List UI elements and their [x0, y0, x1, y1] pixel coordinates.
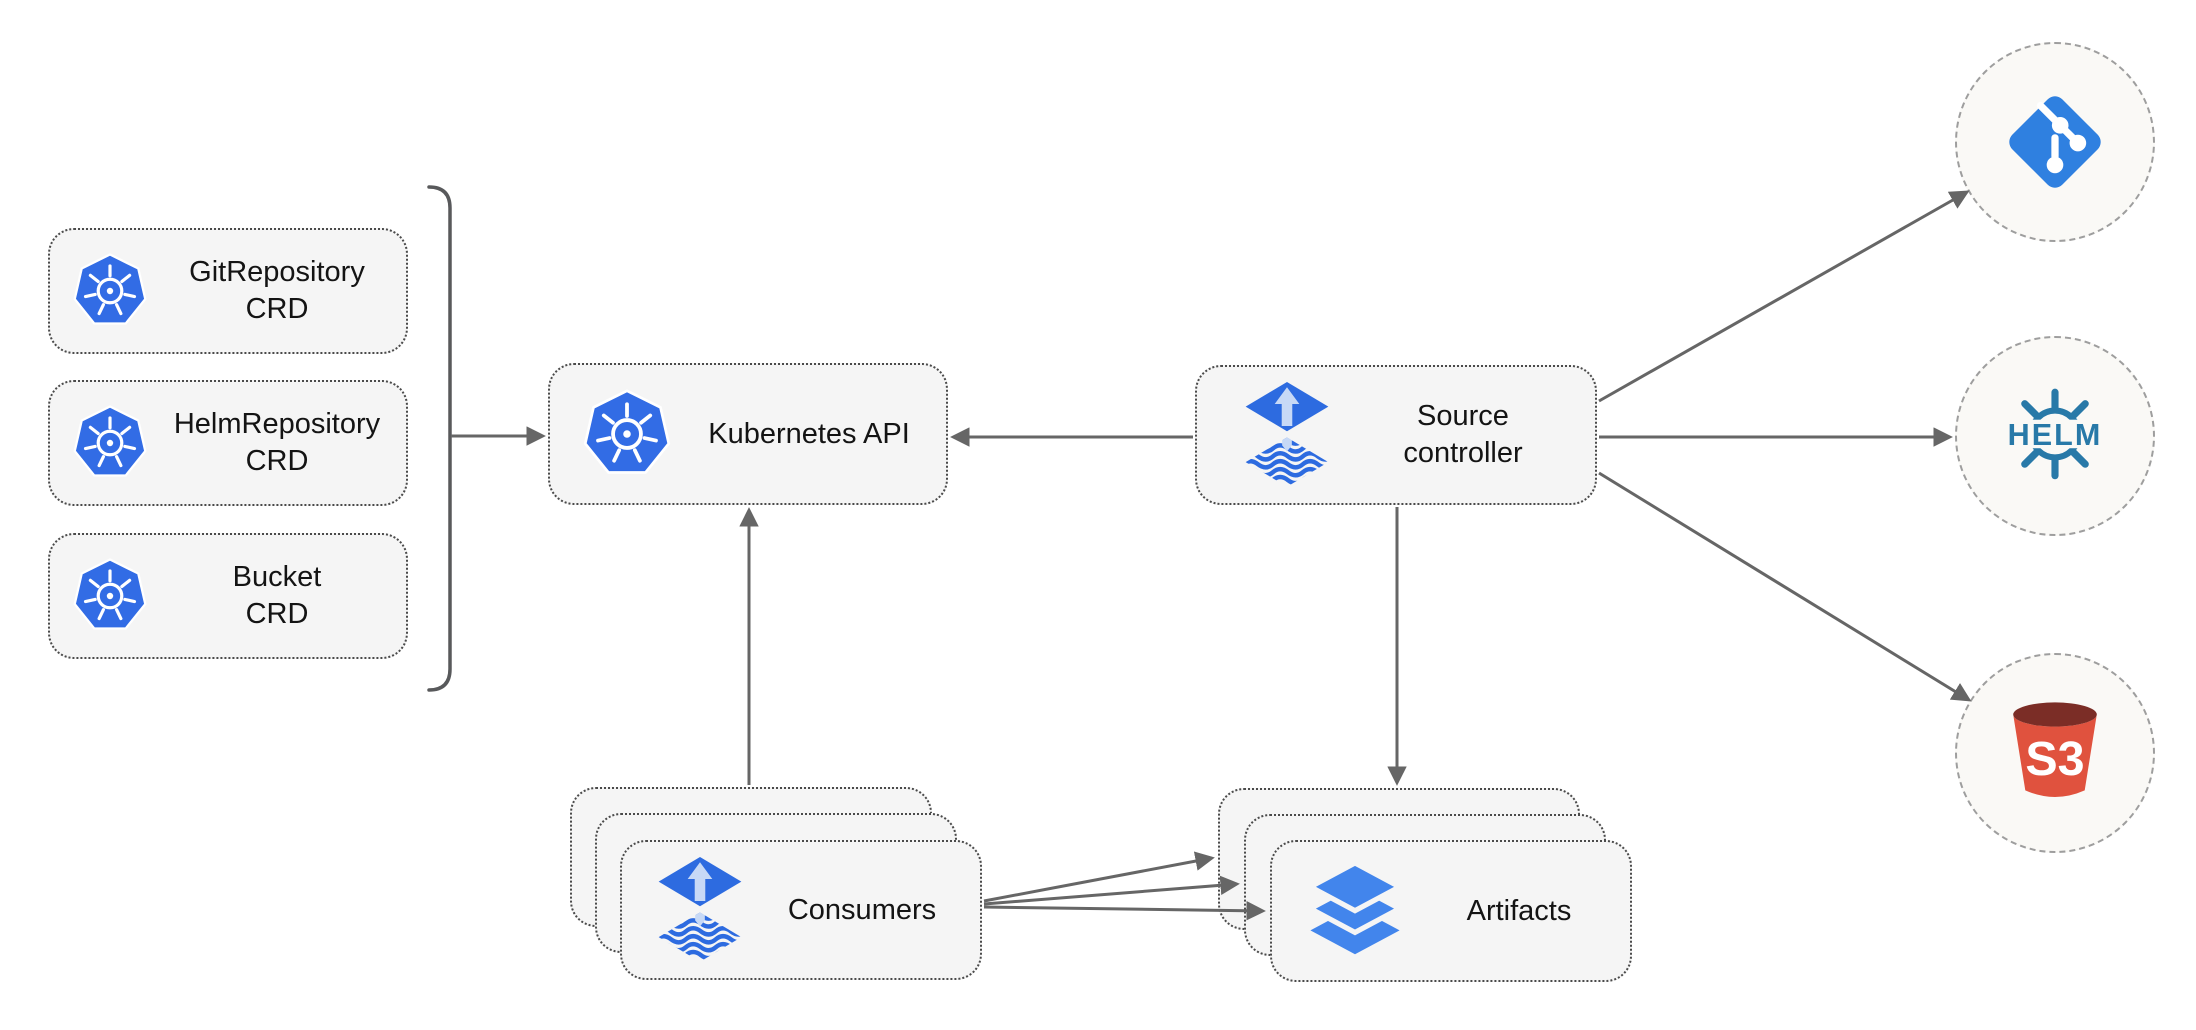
edge-source-controller-to-s3 — [1598, 471, 1972, 702]
artifacts-node: Artifacts — [1270, 840, 1632, 982]
edge-consumers-to-artifacts-2 — [983, 875, 1240, 906]
s3-source-circle: S3 — [1955, 653, 2155, 853]
kubernetes-icon — [582, 389, 672, 479]
gitrepository-crd-label: GitRepository CRD — [189, 256, 365, 325]
helm-icon: HELM — [1999, 388, 2111, 480]
edge-source-controller-to-git — [1598, 190, 1970, 403]
flux-icon — [656, 857, 744, 963]
kubernetes-icon — [72, 558, 148, 634]
kubernetes-api-node: Kubernetes API — [548, 363, 948, 505]
source-controller-node: Source controller — [1195, 365, 1597, 505]
artifacts-label: Artifacts — [1466, 894, 1572, 927]
s3-wordmark: S3 — [2025, 732, 2084, 786]
helm-source-circle: HELM — [1955, 336, 2155, 536]
helmrepository-crd-label: HelmRepository CRD — [173, 408, 381, 477]
helmrepository-crd-node: HelmRepository CRD — [48, 380, 408, 506]
git-source-circle — [1955, 42, 2155, 242]
consumers-node: Consumers — [620, 840, 982, 980]
kubernetes-icon — [72, 405, 148, 481]
helm-wordmark: HELM — [2008, 418, 2103, 452]
bucket-crd-label: Bucket CRD — [232, 561, 322, 630]
consumers-label: Consumers — [787, 893, 937, 926]
flux-icon — [1243, 382, 1331, 488]
crd-group-bracket — [427, 185, 452, 692]
kubernetes-api-label: Kubernetes API — [708, 417, 910, 450]
bucket-crd-node: Bucket CRD — [48, 533, 408, 659]
kubernetes-icon — [72, 253, 148, 329]
gitrepository-crd-node: GitRepository CRD — [48, 228, 408, 354]
source-controller-label: Source controller — [1403, 400, 1523, 469]
edge-consumers-to-artifacts-1 — [983, 851, 1215, 903]
s3-bucket-icon: S3 — [2013, 702, 2097, 797]
layers-icon — [1302, 863, 1408, 958]
git-icon — [2009, 96, 2101, 188]
